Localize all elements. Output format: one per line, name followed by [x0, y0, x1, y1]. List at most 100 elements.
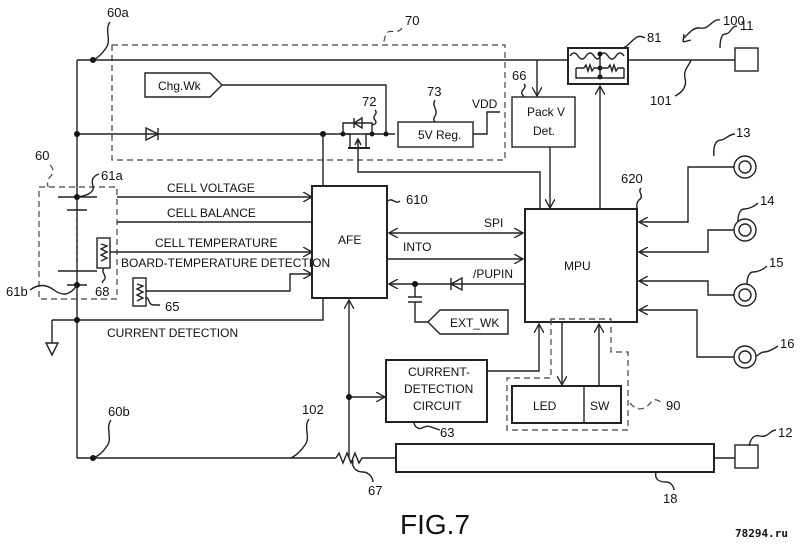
leader-100 [683, 19, 721, 39]
current-detection-label: CURRENT DETECTION [107, 326, 238, 340]
wake-circuit-region-70 [111, 44, 506, 161]
leader-61b [29, 284, 78, 295]
watermark: 78294.ru [735, 527, 788, 540]
ref-73: 73 [427, 84, 441, 99]
input-15 [639, 281, 757, 307]
ref-60a: 60a [107, 5, 129, 20]
ref-72: 72 [362, 94, 376, 109]
diode-icon [145, 126, 160, 142]
chg-wk-label: Chg.Wk [158, 79, 202, 93]
ref-620: 620 [621, 171, 643, 186]
arrow-100-icon [682, 33, 692, 43]
ref-61b: 61b [6, 284, 28, 299]
leader-60a [92, 21, 111, 61]
battery-cells-icon [58, 194, 97, 288]
sw-label: SW [590, 399, 610, 413]
leader-16 [755, 345, 779, 357]
leader-63 [413, 421, 441, 431]
cell-balance-label: CELL BALANCE [167, 206, 256, 220]
mpu-label: MPU [564, 259, 591, 273]
leader-65 [145, 296, 160, 306]
board-temperature-label: BOARD-TEMPERATURE DETECTION [121, 256, 330, 270]
ref-66: 66 [512, 68, 526, 83]
ref-61a: 61a [101, 168, 123, 183]
input-14 [639, 218, 757, 252]
leader-60b [92, 419, 112, 459]
ref-81: 81 [647, 30, 661, 45]
ref-18: 18 [663, 491, 677, 506]
ref-102: 102 [302, 402, 324, 417]
pack-v-det-line2: Det. [533, 124, 555, 138]
leader-90 [629, 399, 665, 410]
leader-61a [76, 173, 100, 198]
input-16 [639, 310, 757, 369]
pack-voltage-detector [511, 96, 576, 148]
ref-610: 610 [406, 192, 428, 207]
cell-voltage-label: CELL VOLTAGE [167, 181, 255, 195]
ref-68: 68 [95, 284, 109, 299]
leader-15 [746, 265, 768, 285]
input-13 [639, 155, 757, 222]
fuse-81-icon [567, 47, 629, 85]
ground-icon [44, 320, 60, 357]
ref-63: 63 [440, 425, 454, 440]
leader-14 [737, 202, 759, 222]
ref-65: 65 [165, 299, 179, 314]
regulator-label: 5V Reg. [418, 128, 461, 142]
leader-60 [46, 164, 54, 188]
leader-11 [719, 25, 738, 49]
leader-81 [622, 35, 646, 49]
ref-60: 60 [35, 148, 49, 163]
leader-72 [371, 109, 377, 126]
ext-wk-tag [427, 309, 509, 335]
indicator-region-90 [506, 318, 629, 431]
ref-101: 101 [650, 93, 672, 108]
led-label: LED [533, 399, 557, 413]
afe-label: AFE [338, 233, 361, 247]
leader-620 [636, 187, 642, 210]
afe-block-610 [311, 185, 388, 299]
node-left-diode [74, 131, 80, 137]
figure-title: FIG.7 [400, 509, 470, 540]
terminal-12 [734, 444, 759, 469]
leader-18 [654, 471, 675, 491]
ref-16: 16 [780, 336, 794, 351]
cdc-line1: CURRENT- [408, 365, 470, 379]
current-detection-circuit-63 [385, 359, 488, 423]
current-detection-line [52, 298, 324, 321]
pack-v-det-line1: Pack V [527, 105, 565, 119]
ref-100: 100 [723, 13, 745, 28]
node-current-detection [74, 317, 80, 323]
ref-90: 90 [666, 398, 680, 413]
leader-101 [674, 59, 692, 97]
ref-70: 70 [405, 13, 419, 28]
leader-13 [713, 133, 736, 157]
vdd-line [473, 111, 500, 135]
mpu-block-620 [524, 208, 638, 323]
chg-wk-line [222, 84, 387, 134]
vdd-label: VDD [472, 97, 498, 111]
pupin-diode-icon [449, 276, 463, 292]
cdc-line2: DETECTION [404, 382, 473, 396]
ref-11: 11 [740, 18, 754, 33]
leader-102 [290, 418, 310, 459]
shunt-resistor-67-icon [335, 451, 396, 465]
cdc-line3: CIRCUIT [413, 399, 462, 413]
ref-67: 67 [368, 483, 382, 498]
terminal-11 [734, 47, 759, 72]
ref-13: 13 [736, 125, 750, 140]
cell-temperature-label: CELL TEMPERATURE [155, 236, 277, 250]
board-temperature-line [146, 274, 312, 292]
leader-67 [351, 459, 374, 483]
leader-66 [520, 83, 526, 98]
ext-wk-label: EXT_WK [450, 316, 499, 330]
cdc-to-mpu-arrow [487, 324, 539, 372]
into-label: INTO [403, 240, 431, 254]
ref-14: 14 [760, 193, 774, 208]
thermistor-65-icon [132, 277, 147, 307]
led-sw-panel [511, 385, 622, 424]
thermistor-68-icon [96, 237, 111, 269]
pupin-label: /PUPIN [473, 267, 513, 281]
ref-12: 12 [778, 425, 792, 440]
